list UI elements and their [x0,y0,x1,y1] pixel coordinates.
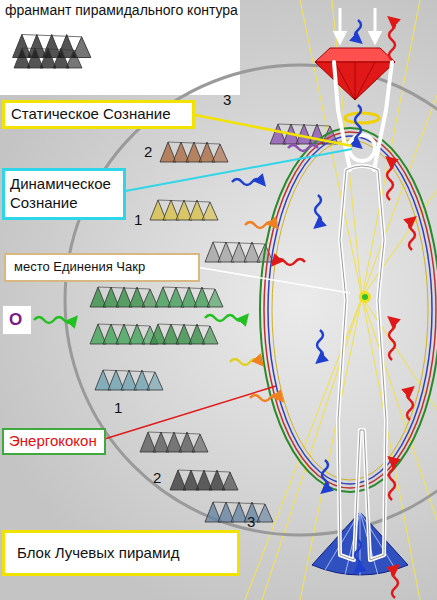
callout-number: 1 [113,400,123,417]
box-text: О [9,309,22,330]
callout-number: 3 [246,514,256,531]
label-box: Энергококон [2,428,106,455]
box-text: Статическое Сознание [11,105,171,124]
box-text: Динамическое Сознание [10,175,118,213]
callout-number: 3 [222,92,232,109]
box-text: Энергококон [9,432,97,451]
box-text: Блок Лучевых пирамид [17,544,179,563]
callout-number: 2 [143,144,153,161]
callout-number: 1 [133,212,143,229]
box-text: место Единения Чакр [14,259,145,275]
callout-number: 2 [152,470,162,487]
label-box: место Единения Чакр [4,253,200,282]
label-box: Блок Лучевых пирамид [2,530,240,576]
label-box: Статическое Сознание [2,100,195,129]
letter-box: О [2,305,32,335]
label-box: Динамическое Сознание [2,168,126,220]
figure-caption: франмант пирамидального контура [4,3,239,18]
